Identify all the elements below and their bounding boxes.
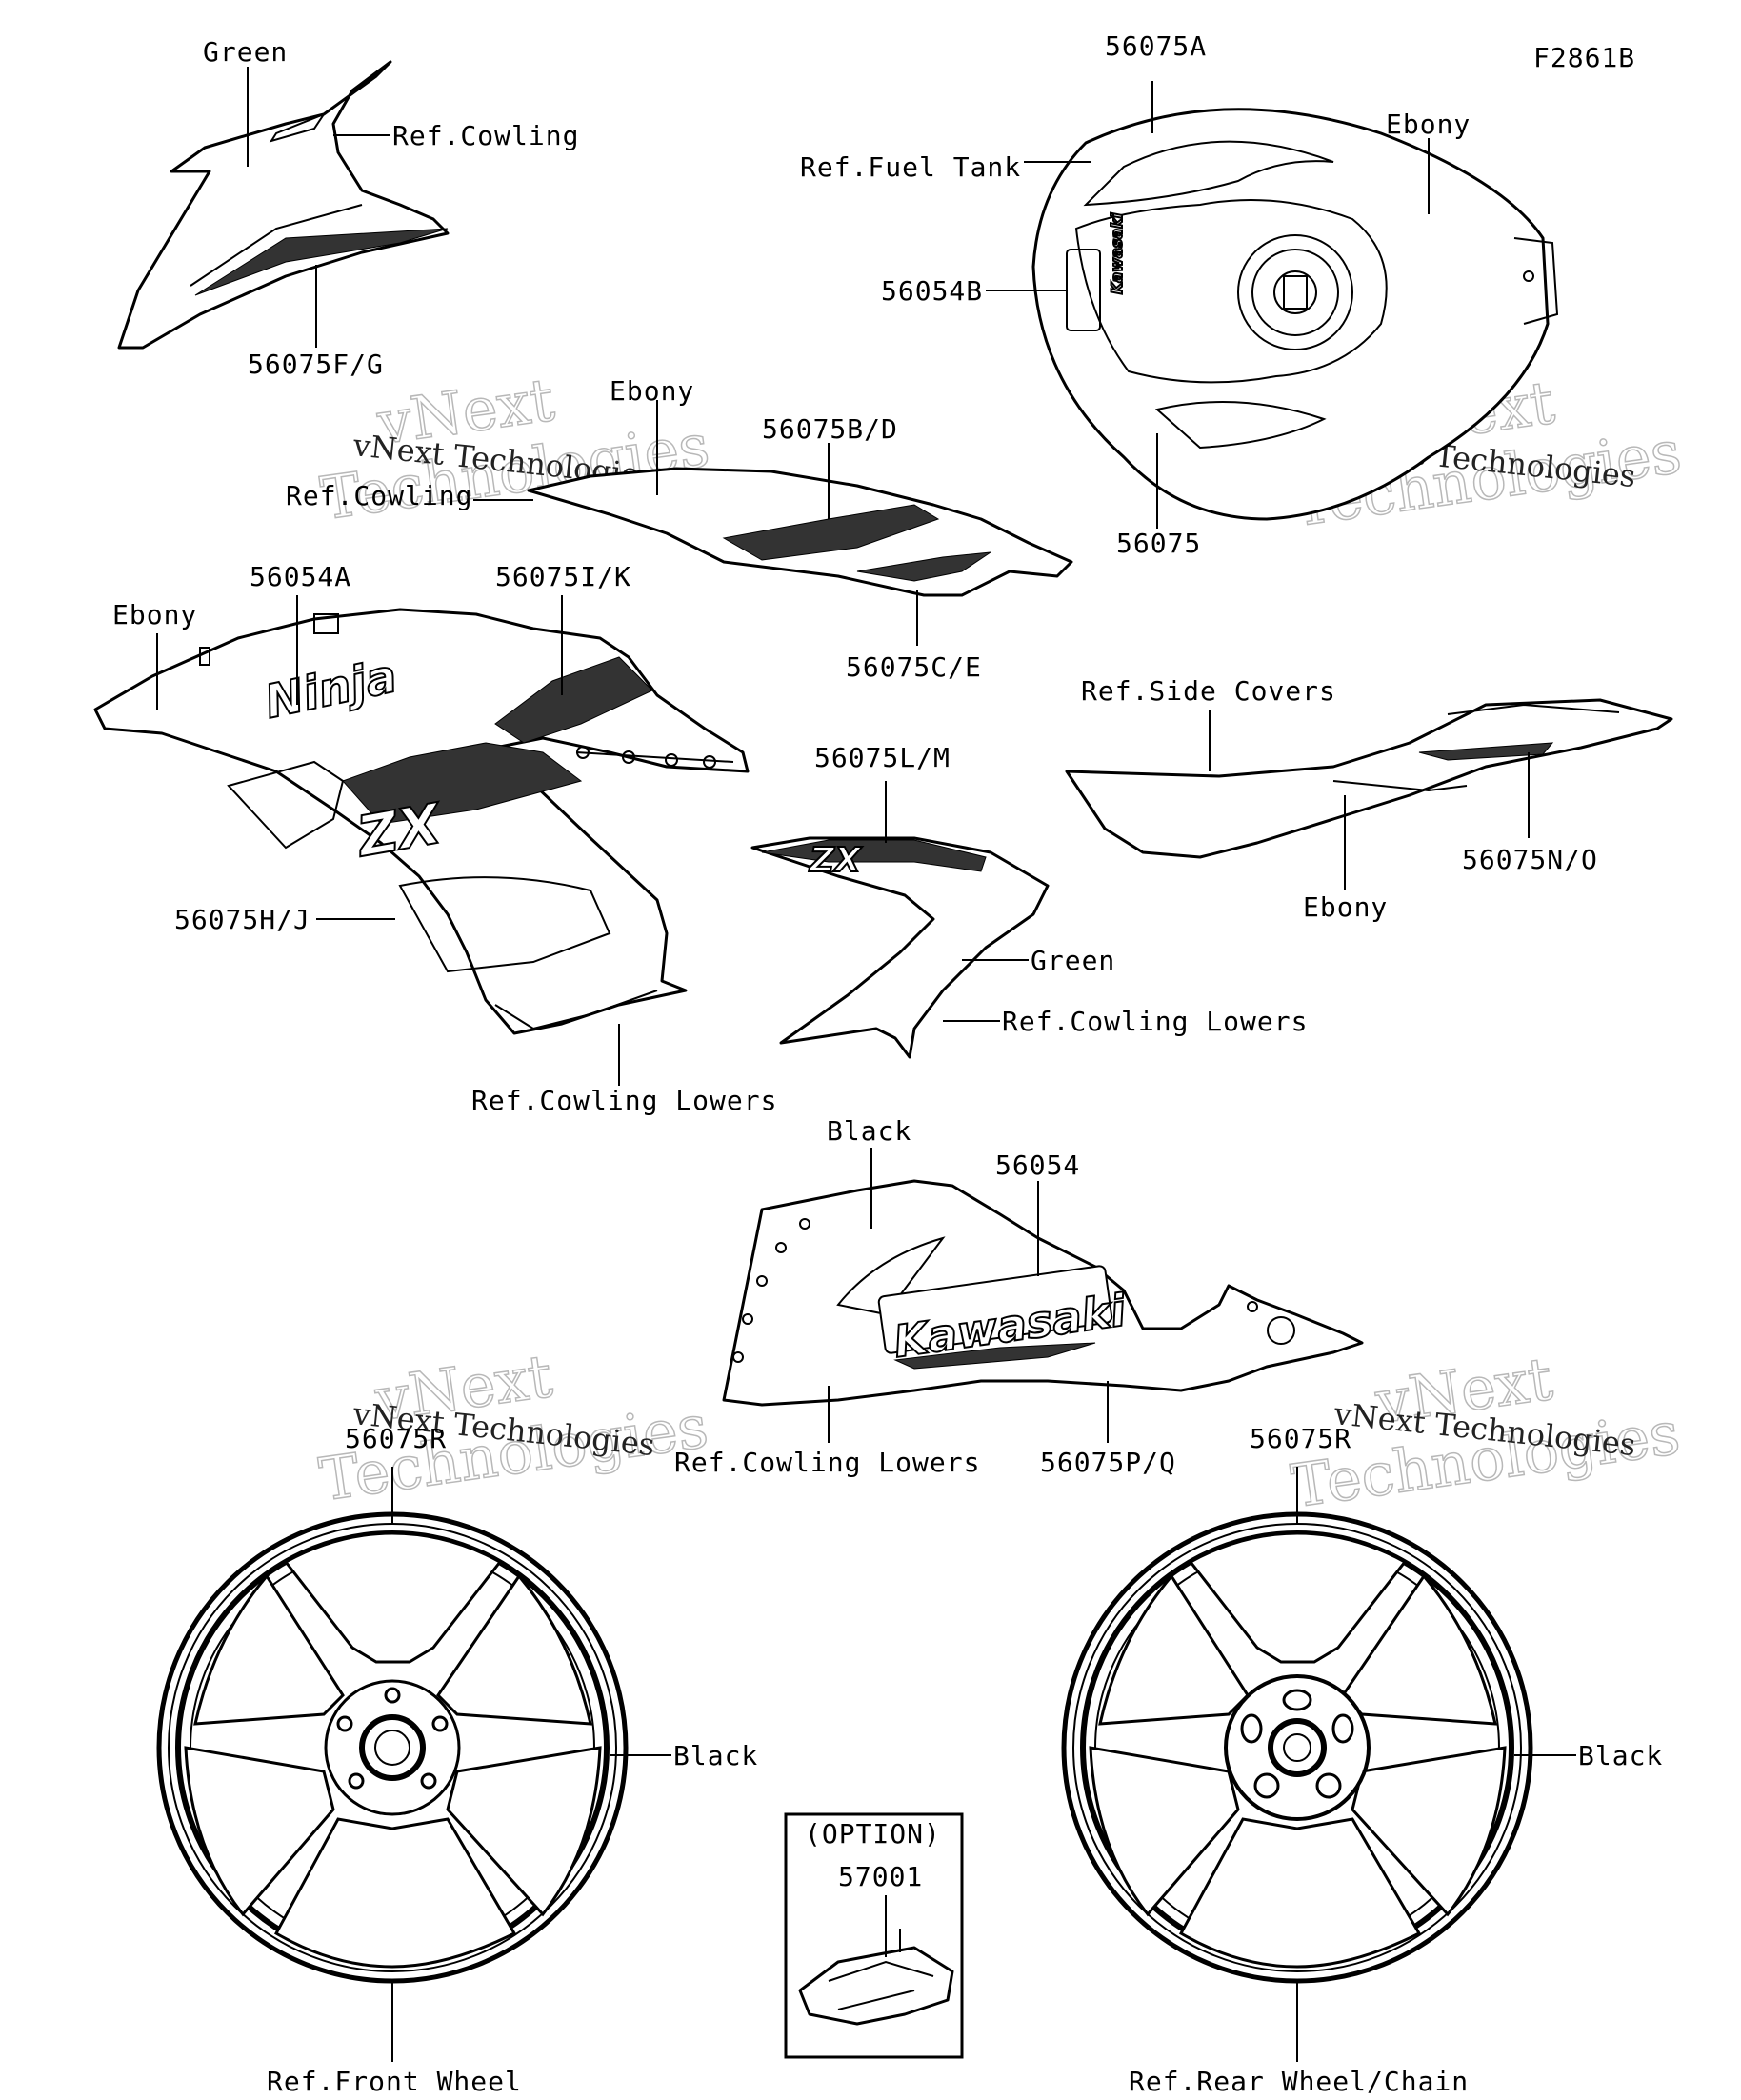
label-56075ik: 56075I/K (495, 561, 631, 592)
label-56075hj: 56075H/J (174, 904, 310, 935)
label-black-rear-wheel: Black (1578, 1740, 1663, 1771)
label-ref-rear-wheel: Ref.Rear Wheel/Chain (1129, 2066, 1469, 2097)
label-option: (OPTION) (805, 1818, 941, 1850)
figure-code: F2861B (1533, 42, 1635, 73)
label-ref-cowling-top: Ref.Cowling (392, 120, 579, 151)
label-56075r-rear: 56075R (1250, 1423, 1351, 1454)
label-56075lm: 56075L/M (814, 742, 951, 773)
label-56075a: 56075A (1105, 30, 1207, 62)
label-56054: 56054 (995, 1150, 1080, 1181)
label-56075: 56075 (1116, 528, 1201, 559)
label-green-mid: Green (1031, 945, 1115, 976)
side-cover-part (1065, 698, 1673, 859)
zx-decal-mid: ZX (809, 841, 863, 880)
lower-cowling-part: Kawasaki (722, 1179, 1364, 1407)
zx-decal-left: ZX (350, 790, 448, 870)
watermark-group-bottom-left: vNext Technologies (314, 1340, 712, 1515)
option-box (784, 1812, 964, 2059)
label-ebony-side: Ebony (1303, 891, 1388, 923)
fuel-tank-part: Kawasaki (1031, 108, 1559, 521)
tank-kawasaki-decal: Kawasaki (1108, 212, 1126, 294)
label-green-top: Green (203, 36, 288, 68)
label-ebony-mid: Ebony (610, 375, 694, 407)
label-56075fg: 56075F/G (248, 349, 384, 380)
label-black-front-wheel: Black (673, 1740, 758, 1771)
label-56075r-front: 56075R (345, 1423, 447, 1454)
label-56054b: 56054B (881, 275, 983, 307)
label-56075ce: 56075C/E (846, 651, 982, 683)
label-56075pq: 56075P/Q (1040, 1447, 1176, 1478)
label-black-lower: Black (827, 1115, 911, 1147)
front-wheel-part (156, 1511, 629, 1984)
side-cowling-left-part: Ninja ZX (93, 608, 750, 1035)
lower-side-panel-part: ZX (750, 836, 1050, 1059)
label-ebony-left: Ebony (112, 599, 197, 630)
label-ebony-tank: Ebony (1386, 109, 1471, 140)
label-ref-cowling-mid: Ref.Cowling (286, 480, 472, 511)
side-fairing-upper-part (527, 467, 1073, 597)
label-56075bd: 56075B/D (762, 413, 898, 445)
label-ref-side-covers: Ref.Side Covers (1081, 675, 1336, 707)
label-56075no: 56075N/O (1462, 844, 1598, 875)
rear-wheel-part (1061, 1511, 1533, 1984)
label-57001: 57001 (838, 1861, 923, 1892)
upper-cowling-part (117, 60, 450, 350)
label-ref-cowling-lowers-left: Ref.Cowling Lowers (471, 1085, 777, 1116)
label-ref-cowling-lowers-mid: Ref.Cowling Lowers (1002, 1006, 1308, 1037)
label-ref-cowling-lowers-bottom: Ref.Cowling Lowers (674, 1447, 980, 1478)
label-56054a: 56054A (250, 561, 351, 592)
label-ref-front-wheel: Ref.Front Wheel (267, 2066, 522, 2097)
label-ref-fuel-tank: Ref.Fuel Tank (800, 151, 1021, 183)
